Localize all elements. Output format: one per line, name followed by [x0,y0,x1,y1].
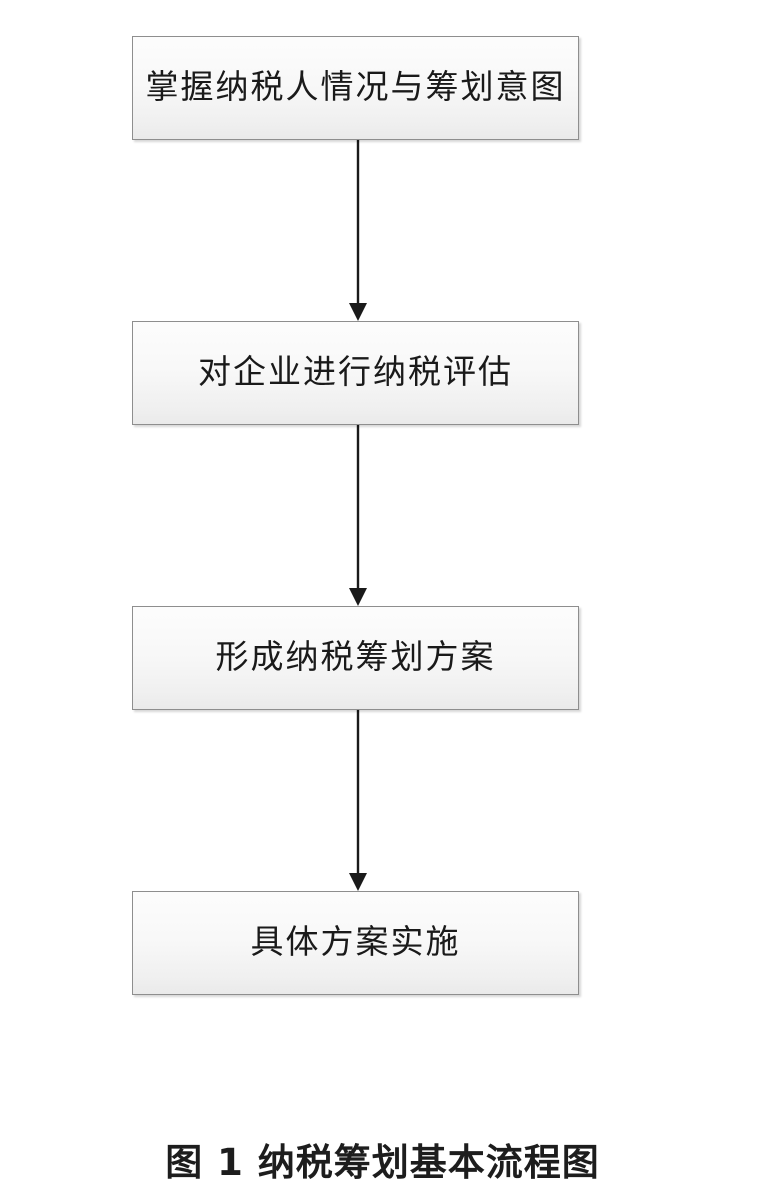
flow-node-2-label: 对企业进行纳税评估 [198,354,513,391]
flow-node-4-label: 具体方案实施 [250,924,461,961]
flow-node-4: 具体方案实施 [132,891,579,995]
flow-node-2: 对企业进行纳税评估 [132,321,579,425]
flow-node-3-label: 形成纳税筹划方案 [215,639,496,676]
flow-node-1-label: 掌握纳税人情况与筹划意图 [145,69,566,106]
flow-node-1: 掌握纳税人情况与筹划意图 [132,36,579,140]
arrow-3-to-4-icon [349,710,367,891]
arrow-1-to-2-icon [349,140,367,321]
figure-caption: 图 1 纳税筹划基本流程图 [165,1141,600,1184]
arrow-2-to-3-icon [349,425,367,606]
flow-node-3: 形成纳税筹划方案 [132,606,579,710]
